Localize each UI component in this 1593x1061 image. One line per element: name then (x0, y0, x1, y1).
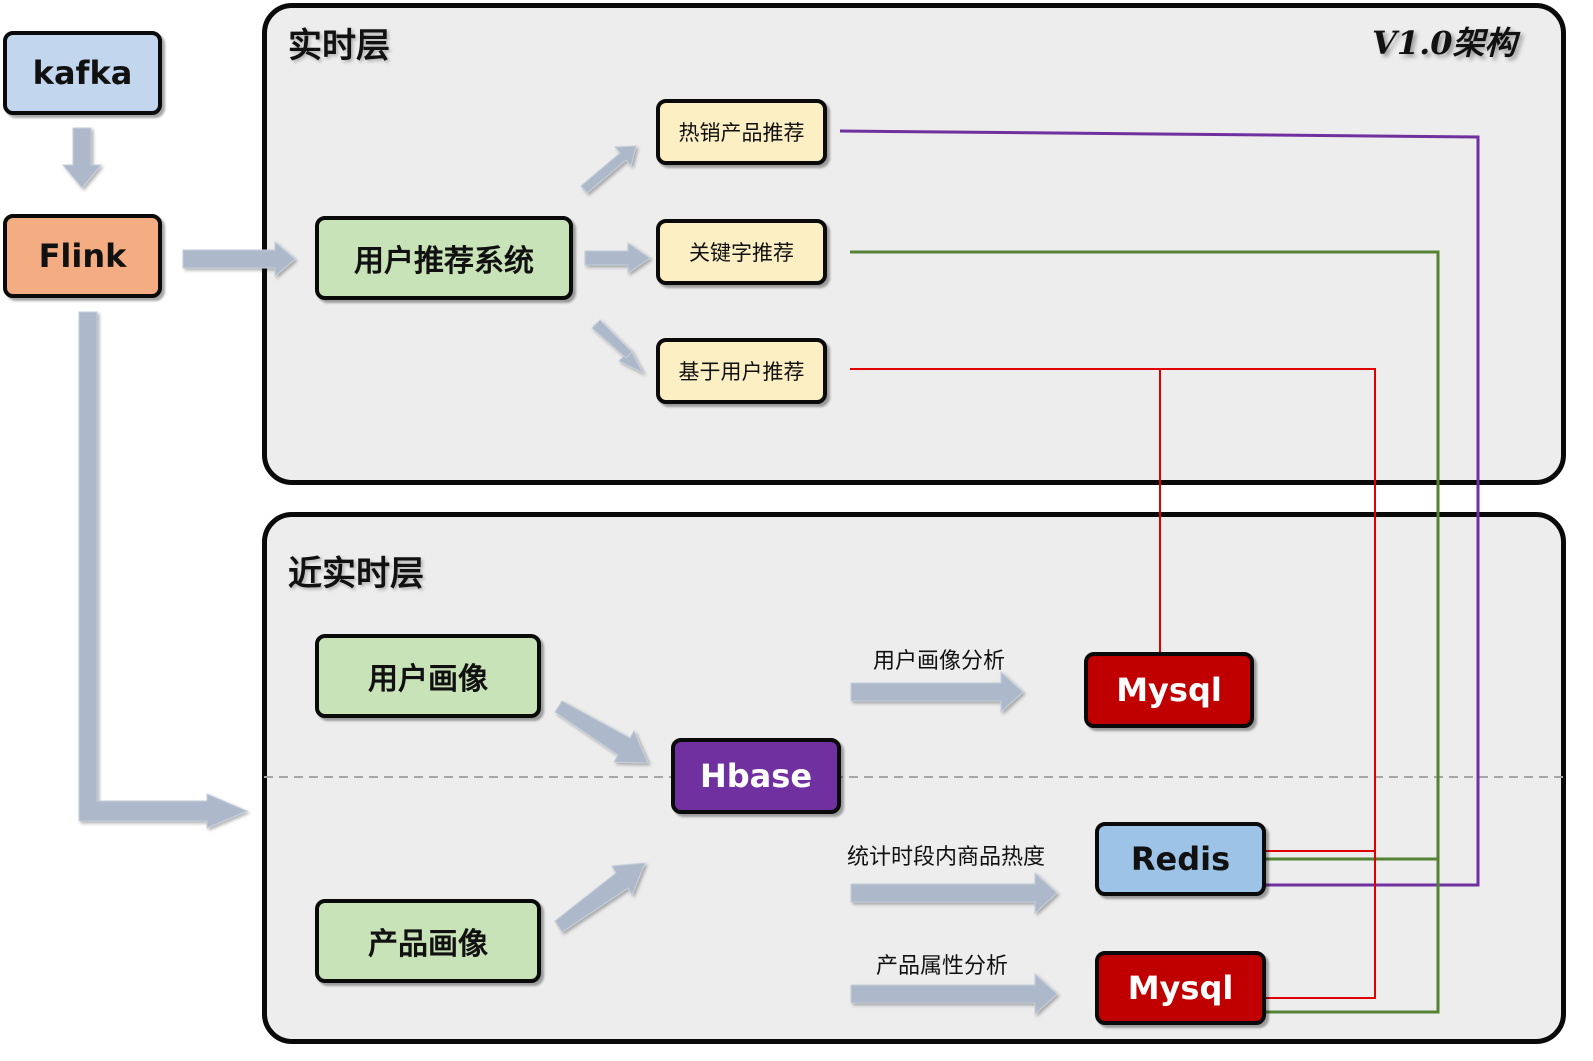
arrow-system-hot (580, 145, 637, 194)
kafka-box: kafka (3, 31, 162, 115)
arrow-flow-heat (850, 871, 1058, 915)
arrow-flow-attr (850, 972, 1058, 1016)
arrow-flow-user-analysis (850, 670, 1024, 714)
line-keyword-to-stores (850, 250, 1440, 1014)
redis-box: Redis (1095, 822, 1266, 896)
arrow-system-user-based-body (591, 319, 633, 359)
flow-label-user-analysis: 用户画像分析 (873, 649, 1006, 674)
version-title: V1.0架构 (1372, 24, 1517, 62)
realtime-layer-title: 实时层 (288, 26, 390, 66)
mysql-top-box: Mysql (1084, 652, 1254, 728)
flow-label-attr: 产品属性分析 (876, 954, 1009, 979)
user-based-recommend-box: 基于用户推荐 (656, 338, 827, 404)
hbase-box: Hbase (671, 738, 841, 814)
product-profile-box: 产品画像 (315, 899, 541, 983)
recommend-system-box: 用户推荐系统 (315, 216, 573, 300)
arrow-user-profile-hbase (554, 700, 649, 764)
keyword-recommend-box: 关键字推荐 (656, 219, 827, 285)
user-profile-box: 用户画像 (315, 634, 541, 718)
mysql-bottom-box: Mysql (1095, 951, 1266, 1025)
flow-label-heat: 统计时段内商品热度 (847, 845, 1046, 870)
arrow-flink-system (182, 240, 296, 278)
flink-box: Flink (3, 214, 162, 298)
line-userbased-to-stores (850, 368, 1376, 999)
arrow-kafka-flink (61, 127, 103, 189)
nearline-layer-title: 近实时层 (288, 554, 424, 594)
line-hot-to-redis (839, 129, 1480, 887)
arrow-product-profile-hbase (554, 862, 646, 933)
arrow-system-keyword (584, 242, 651, 274)
arrow-flink-nearline (78, 311, 249, 829)
hot-products-box: 热销产品推荐 (656, 99, 827, 165)
